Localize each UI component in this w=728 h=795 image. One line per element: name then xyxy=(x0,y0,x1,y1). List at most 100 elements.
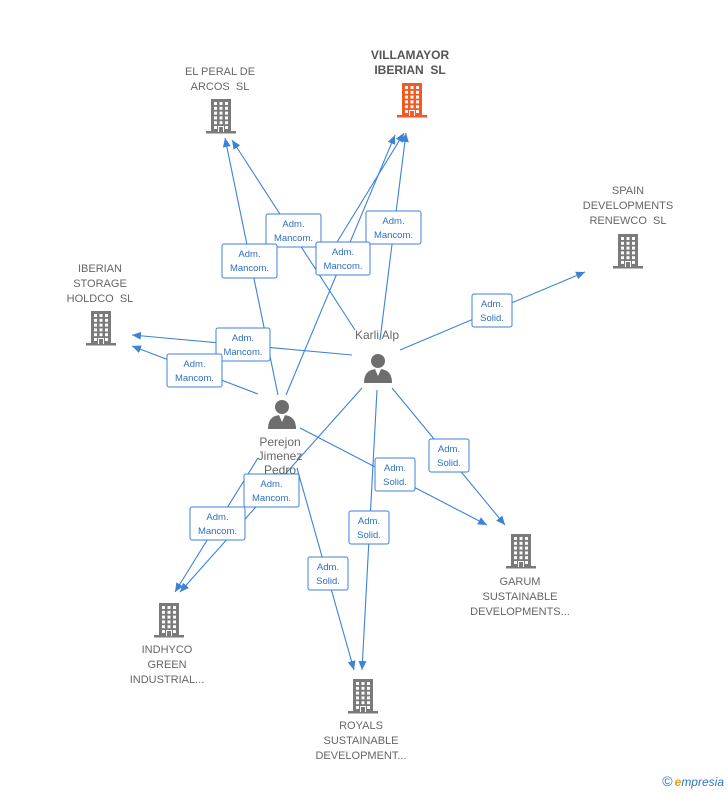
building-icon xyxy=(206,99,236,134)
edge-label-frame xyxy=(315,241,371,276)
edge-label-box[interactable]: Adm. Mancom. xyxy=(315,241,371,276)
edge-label-frame xyxy=(215,327,271,362)
person-name[interactable]: Jimenez xyxy=(258,449,303,463)
company-name[interactable]: DEVELOPMENTS xyxy=(583,200,673,212)
edge-label-box[interactable]: Adm.Mancom. xyxy=(221,243,278,279)
edge-label-text: Mancom. xyxy=(198,526,237,537)
edge-label-frame xyxy=(166,353,223,388)
company-node-iberian[interactable]: IBERIAN STORAGE HOLDCO SL xyxy=(67,263,134,346)
company-name[interactable]: HOLDCO SL xyxy=(67,293,134,305)
edge-label-frame xyxy=(221,243,278,279)
edge-label-box[interactable]: Adm. Solid. xyxy=(348,510,390,545)
edge-label-text: Adm. xyxy=(260,479,282,490)
building-icon xyxy=(613,234,643,269)
edge-label-frame xyxy=(307,556,349,591)
company-name[interactable]: IBERIAN xyxy=(78,263,122,275)
company-name[interactable]: DEVELOPMENT... xyxy=(315,750,406,762)
edge-label-box[interactable]: Adm. Solid. xyxy=(374,457,416,492)
relation-edge xyxy=(333,132,405,248)
company-node-spain[interactable]: SPAIN DEVELOPMENTS RENEWCO SL xyxy=(583,185,673,269)
edge-label-text: Adm. xyxy=(282,219,304,230)
company-name[interactable]: EL PERAL DE xyxy=(185,66,255,78)
person-node-karli[interactable]: Karli Alp xyxy=(355,328,399,383)
edge-label-text: Adm. xyxy=(438,444,460,455)
company-name[interactable]: ROYALS xyxy=(339,720,383,732)
company-name[interactable]: DEVELOPMENTS... xyxy=(470,606,570,618)
edge-label-frame xyxy=(348,510,390,545)
building-icon xyxy=(397,83,427,118)
company-name[interactable]: ARCOS SL xyxy=(191,81,250,93)
edge-label-text: Mancom. xyxy=(230,263,269,274)
company-name[interactable]: SUSTAINABLE xyxy=(324,735,399,747)
edge-label-box[interactable]: Adm. Solid. xyxy=(307,556,349,591)
company-node-royals[interactable]: ROYALS SUSTAINABLE DEVELOPMENT... xyxy=(315,679,407,762)
edge-label-text: Mancom. xyxy=(323,261,362,272)
building-icon xyxy=(86,311,116,346)
edge-label-text: Adm. xyxy=(232,333,254,344)
edge-label-frame xyxy=(365,210,422,245)
footer-brand[interactable]: ©empresia xyxy=(662,773,724,789)
company-name[interactable]: SUSTAINABLE xyxy=(483,591,558,603)
edge-label-box[interactable]: Adm. Mancom. xyxy=(365,210,422,245)
edges-layer xyxy=(131,132,586,671)
brand-logo-letter: e xyxy=(674,775,682,789)
edge-label-text: Solid. xyxy=(357,530,381,541)
person-name[interactable]: Karli Alp xyxy=(355,328,399,342)
edge-label-frame xyxy=(374,457,416,492)
edge-label-text: Mancom. xyxy=(175,373,214,384)
building-icon xyxy=(154,603,184,638)
edge-label-box[interactable]: Adm. Solid. xyxy=(428,438,470,473)
edge-label-text: Mancom. xyxy=(374,230,413,241)
building-icon xyxy=(506,534,536,569)
company-name[interactable]: RENEWCO SL xyxy=(589,215,666,227)
edge-label-box[interactable]: Adm.Mancom. xyxy=(265,213,322,248)
edge-label-text: Adm. xyxy=(332,247,354,258)
company-name[interactable]: GREEN xyxy=(147,659,186,671)
company-node-indhyco[interactable]: INDHYCO GREEN INDUSTRIAL... xyxy=(130,603,205,686)
edge-label-text: Mancom. xyxy=(223,347,262,358)
edge-label-text: Solid. xyxy=(383,477,407,488)
edge-label-text: Adm. xyxy=(183,359,205,370)
edge-label-text: Mancom. xyxy=(252,493,291,504)
edge-label-text: Adm. xyxy=(206,512,228,523)
edge-label-box[interactable]: Adm. Mancom. xyxy=(189,506,246,541)
edge-label-text: Solid. xyxy=(437,458,461,469)
person-icon xyxy=(268,400,296,429)
company-name[interactable]: INDUSTRIAL... xyxy=(130,674,205,686)
building-icon xyxy=(348,679,378,714)
company-name[interactable]: STORAGE xyxy=(73,278,127,290)
edge-label-box[interactable]: Adm. Solid. xyxy=(471,293,513,328)
edge-label-text: Solid. xyxy=(480,313,504,324)
edge-label-text: Adm. xyxy=(358,516,380,527)
edge-label-text: Solid. xyxy=(316,576,340,587)
edge-label-box[interactable]: Adm. Mancom. xyxy=(243,473,300,508)
edge-label-frame xyxy=(189,506,246,541)
edge-label-text: Adm. xyxy=(317,562,339,573)
company-name[interactable]: GARUM xyxy=(500,576,541,588)
company-name[interactable]: VILLAMAYOR xyxy=(371,48,450,62)
edge-label-frame xyxy=(428,438,470,473)
company-name[interactable]: INDHYCO xyxy=(142,644,193,656)
edge-labels-layer: Adm. Mancom. Adm. Mancom. Adm. Mancom. Adm. Man… xyxy=(166,210,513,591)
brand-name: mpresia xyxy=(681,775,724,789)
edge-label-box[interactable]: Adm. Mancom. xyxy=(215,327,271,362)
edge-label-box[interactable]: Adm. Mancom. xyxy=(166,353,223,388)
edge-label-frame xyxy=(265,213,322,248)
person-name[interactable]: Pedro xyxy=(264,463,296,477)
company-name[interactable]: SPAIN xyxy=(612,185,644,197)
person-name[interactable]: Perejon xyxy=(259,435,300,449)
edge-label-text: Adm. xyxy=(481,299,503,310)
edge-label-text: Adm. xyxy=(382,216,404,227)
person-icon xyxy=(364,354,392,383)
company-node-garum[interactable]: GARUM SUSTAINABLE DEVELOPMENTS... xyxy=(470,534,570,618)
company-node-elperal[interactable]: EL PERAL DE ARCOS SL xyxy=(185,66,255,134)
edge-label-frame xyxy=(243,473,300,508)
edge-label-frame xyxy=(471,293,513,328)
copyright-icon: © xyxy=(662,773,673,789)
edge-label-text: Adm. xyxy=(384,463,406,474)
company-name[interactable]: IBERIAN SL xyxy=(374,63,445,77)
